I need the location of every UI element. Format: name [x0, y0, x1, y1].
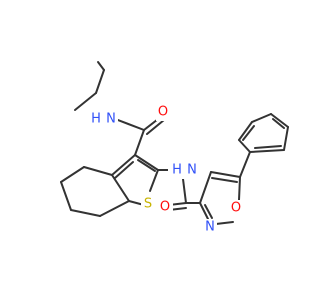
bond: [254, 145, 282, 149]
bond: [99, 200, 130, 217]
bond: [60, 166, 85, 183]
bond: [70, 209, 101, 217]
bond: [97, 61, 105, 71]
bond: [199, 171, 212, 204]
bond: [95, 69, 105, 94]
atom-label-layer: N H O N H S O N O: [91, 105, 243, 235]
bond: [211, 177, 238, 183]
bond: [215, 221, 234, 225]
nitrogen-atom-label: N: [187, 163, 197, 178]
bond: [249, 149, 285, 153]
structure-canvas: N H O N H S O N O: [60, 61, 289, 235]
bond: [238, 139, 251, 153]
bond: [238, 176, 241, 201]
nitrogen-atom-label: N: [205, 220, 215, 235]
bond: [204, 204, 213, 219]
bond: [272, 118, 285, 129]
bond: [283, 126, 289, 151]
bond-layer: [60, 61, 289, 225]
chemical-structure-diagram: N H O N H S O N O: [60, 61, 289, 235]
bond: [134, 129, 145, 156]
oxygen-atom-label: O: [231, 201, 241, 216]
bond: [114, 161, 134, 179]
bond: [146, 119, 165, 135]
bond: [111, 174, 130, 202]
bond: [239, 151, 251, 178]
bond: [182, 178, 187, 204]
bond: [210, 171, 241, 178]
sulfur-atom-label: S: [144, 197, 152, 212]
bond: [137, 159, 156, 172]
bond: [134, 154, 159, 171]
bond: [238, 121, 253, 141]
oxygen-atom-label: O: [160, 200, 170, 215]
bond: [251, 113, 272, 123]
bond: [149, 169, 159, 192]
bond: [270, 113, 289, 128]
bond: [242, 125, 255, 141]
bond: [74, 92, 97, 111]
nitrogen-atom-label: N: [106, 112, 116, 127]
hydrogen-atom-label: H: [172, 163, 182, 178]
bond: [199, 202, 209, 220]
oxygen-atom-label: O: [158, 105, 168, 120]
hydrogen-atom-label: H: [91, 112, 101, 127]
bond: [83, 166, 113, 176]
bond: [111, 154, 136, 176]
bond: [60, 181, 72, 211]
